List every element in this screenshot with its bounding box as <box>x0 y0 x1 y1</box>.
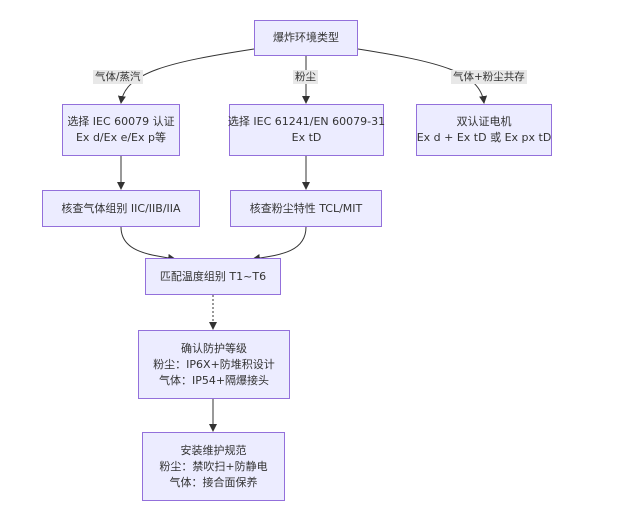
edge-group-to-temp <box>120 226 176 262</box>
node-temp-class-line-1: 匹配温度组别 T1~T6 <box>159 269 267 283</box>
node-dust-characteristics: 核查粉尘特性 TCL/MIT <box>230 190 382 227</box>
node-protection-line-1: 确认防护等级 <box>181 341 247 355</box>
edge-label-both-text: 气体+粉尘共存 <box>453 71 525 83</box>
node-install-line-3: 气体：接合面保养 <box>169 475 258 489</box>
node-dust-select-line-2: Ex tD <box>291 131 322 144</box>
node-dust-char-line-1: 核查粉尘特性 TCL/MIT <box>249 201 363 215</box>
edge-char-to-temp <box>252 226 307 262</box>
node-temperature-class: 匹配温度组别 T1~T6 <box>145 258 281 295</box>
node-gas-select-line-2: Ex d/Ex e/Ex p等 <box>75 131 166 144</box>
node-install-line-1: 安装维护规范 <box>180 443 247 457</box>
edge-label-both: 气体+粉尘共存 <box>451 70 527 84</box>
edge-root-to-dual <box>357 48 488 104</box>
node-dust-select-line-1: 选择 IEC 61241/EN 60079-31 <box>227 115 386 128</box>
node-installation-maintenance: 安装维护规范 粉尘：禁吹扫+防静电 气体：接合面保养 <box>142 432 285 501</box>
node-gas-group-line-1: 核查气体组别 IIC/IIB/IIA <box>61 201 181 215</box>
edge-label-gas-text: 气体/蒸汽 <box>95 71 141 83</box>
node-dust-certification: 选择 IEC 61241/EN 60079-31 Ex tD <box>227 104 386 156</box>
node-protection-level: 确认防护等级 粉尘：IP6X+防堆积设计 气体：IP54+隔爆接头 <box>138 330 290 399</box>
node-root-line-1: 爆炸环境类型 <box>273 31 339 44</box>
node-gas-group: 核查气体组别 IIC/IIB/IIA <box>42 190 200 227</box>
node-protection-line-2: 粉尘：IP6X+防堆积设计 <box>153 357 275 371</box>
edge-root-to-gas <box>117 48 255 104</box>
node-dual-certification: 双认证电机 Ex d + Ex tD 或 Ex px tD <box>416 104 552 156</box>
node-protection-line-3: 气体：IP54+隔爆接头 <box>158 373 270 387</box>
node-dual-line-1: 双认证电机 <box>456 115 512 128</box>
node-gas-select-line-1: 选择 IEC 60079 认证 <box>67 115 175 128</box>
edge-label-gas: 气体/蒸汽 <box>93 70 143 84</box>
edge-label-dust: 粉尘 <box>293 70 318 84</box>
edge-label-dust-text: 粉尘 <box>295 71 316 83</box>
node-explosion-env-type: 爆炸环境类型 <box>254 20 358 56</box>
node-dual-line-2: Ex d + Ex tD 或 Ex px tD <box>416 131 552 144</box>
node-install-line-2: 粉尘：禁吹扫+防静电 <box>159 459 268 473</box>
node-gas-certification: 选择 IEC 60079 认证 Ex d/Ex e/Ex p等 <box>62 104 180 156</box>
